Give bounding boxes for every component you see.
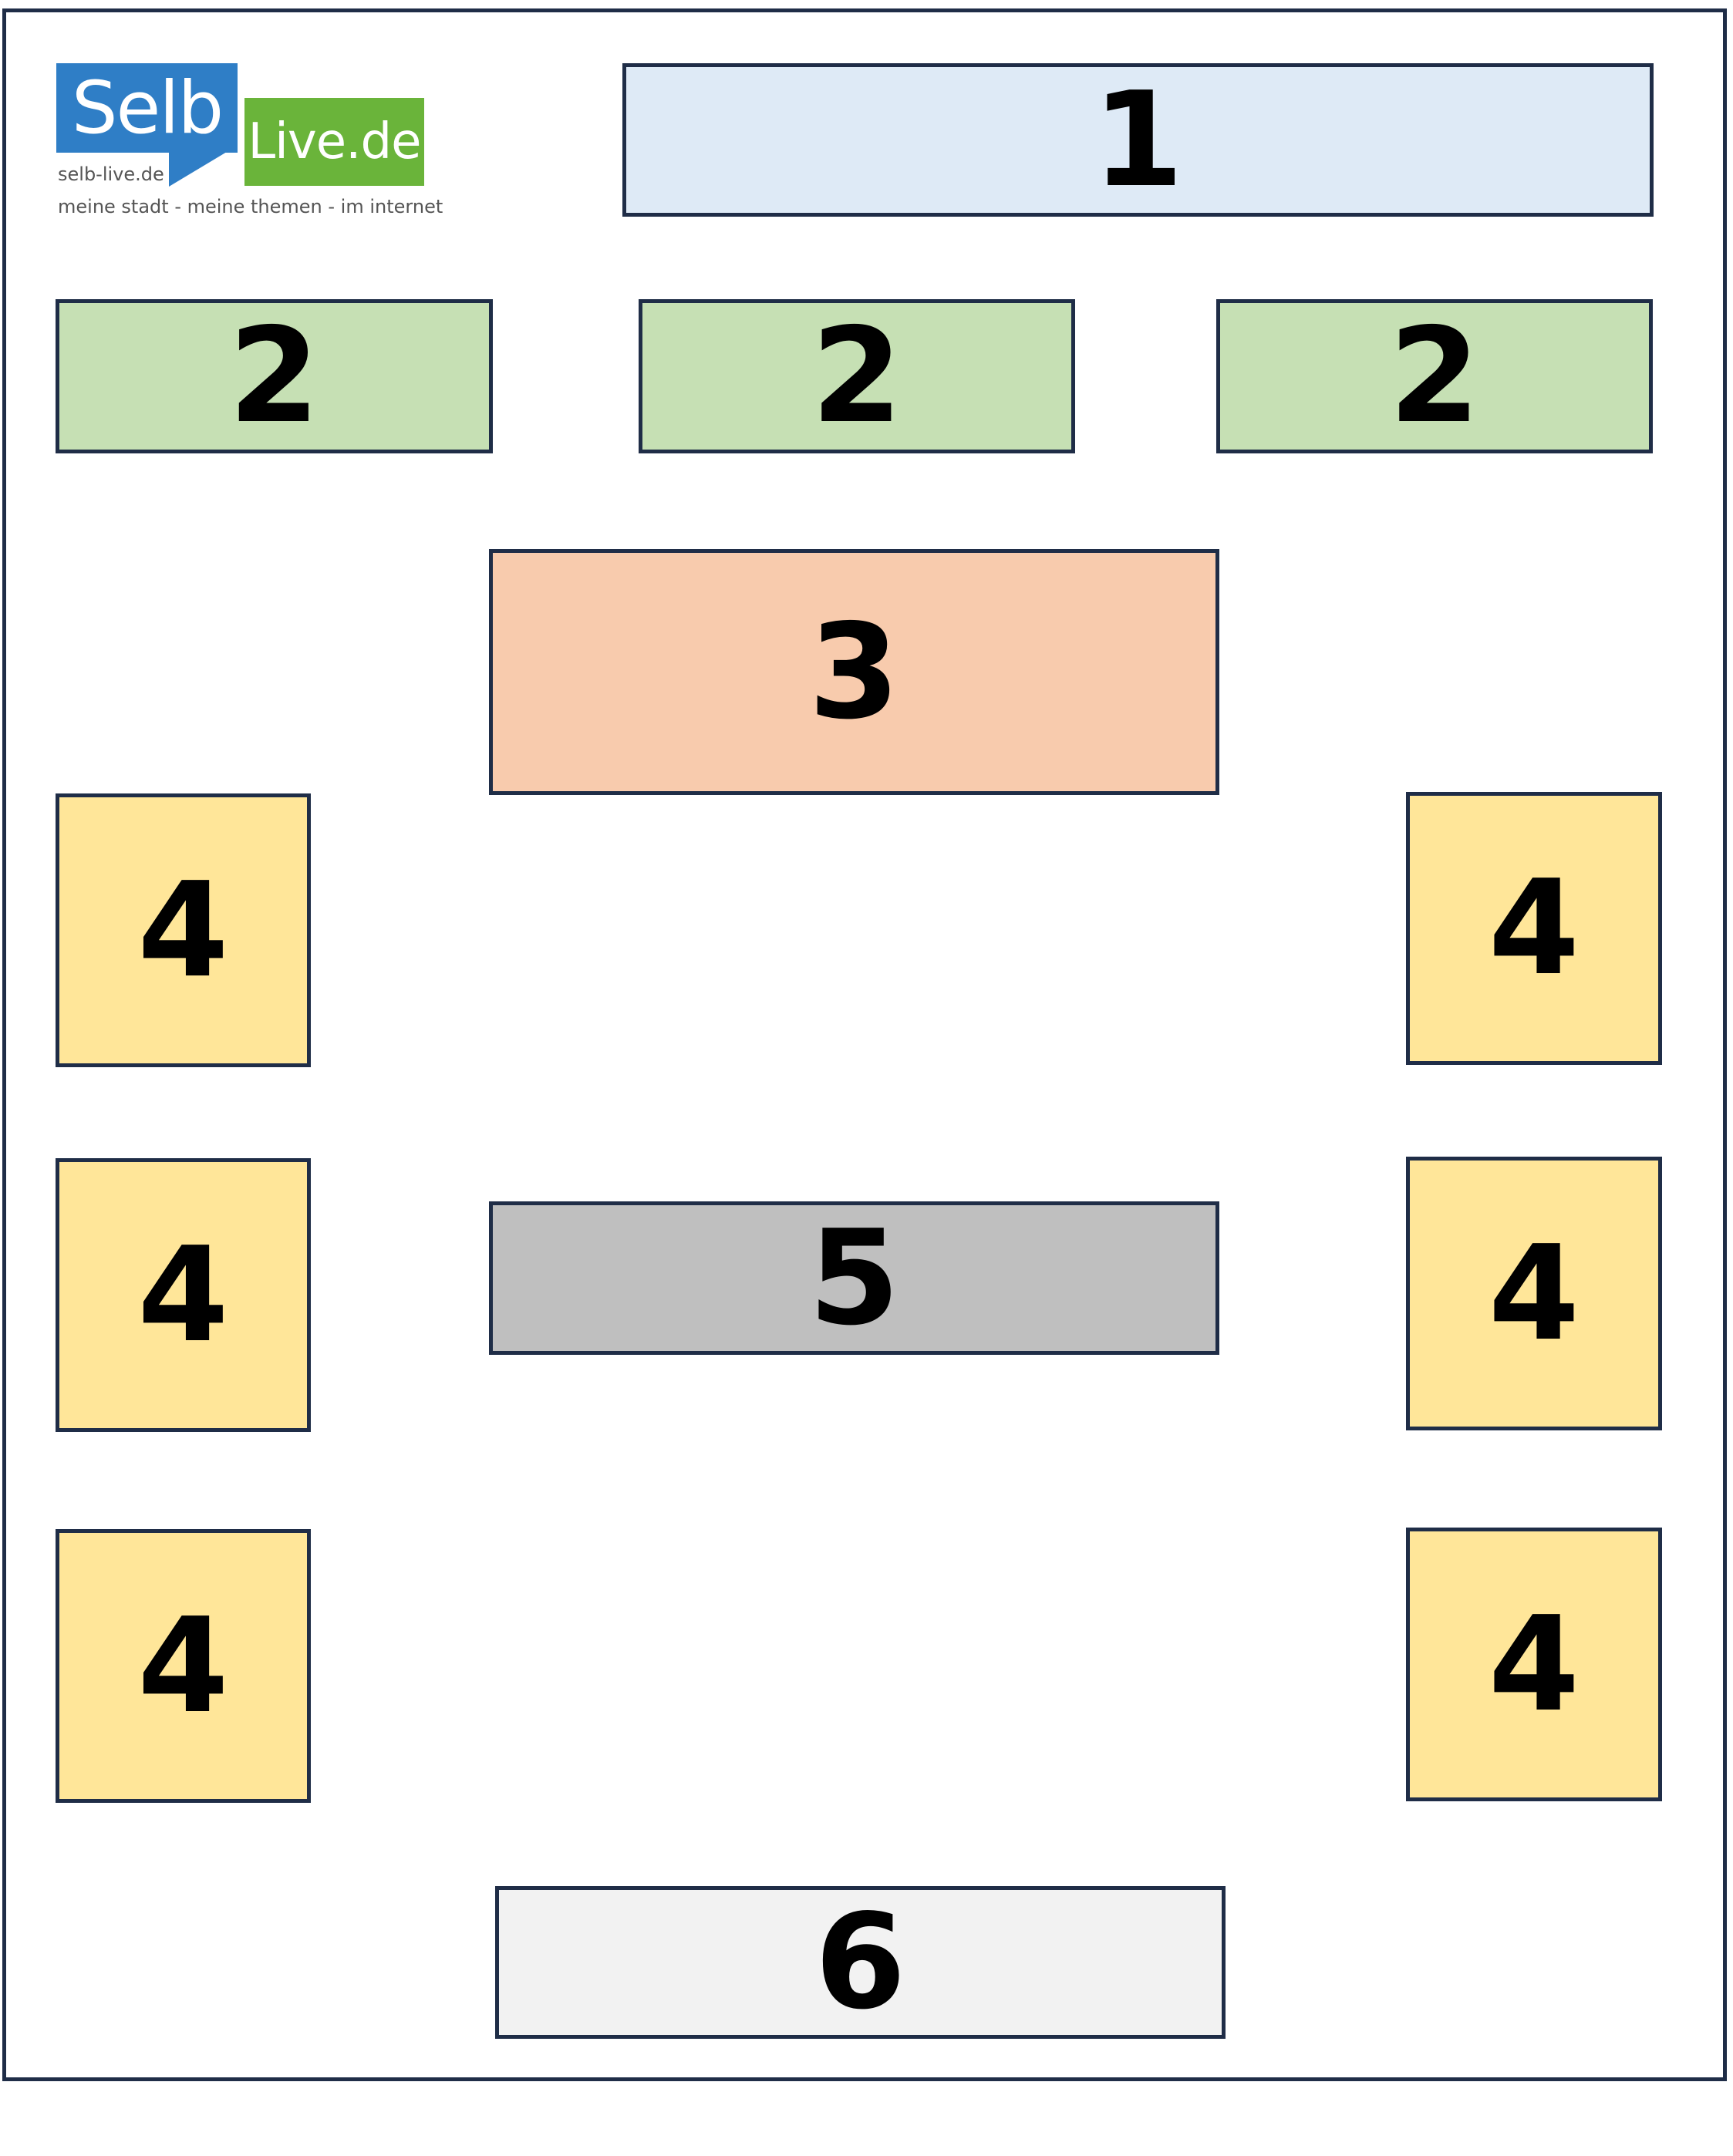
logo-blue-badge: Selb	[56, 63, 238, 153]
logo-green-badge: Live.de	[244, 98, 424, 186]
box-label: 4	[1488, 852, 1580, 1005]
box-4-right-top: 4	[1406, 792, 1662, 1065]
box-label: 4	[1488, 1217, 1580, 1370]
box-label: 3	[808, 595, 900, 749]
box-label: 4	[137, 1589, 229, 1743]
logo-slogan-text: meine stadt - meine themen - im internet	[58, 196, 443, 217]
box-3: 3	[489, 549, 1219, 795]
box-label: 5	[808, 1201, 900, 1355]
box-label: 4	[137, 1218, 229, 1372]
box-label: 6	[814, 1886, 906, 2039]
logo-speech-tail	[169, 150, 231, 187]
box-4-right-bottom: 4	[1406, 1528, 1662, 1801]
box-label: 2	[811, 300, 903, 453]
box-2-right: 2	[1216, 299, 1653, 453]
box-4-left-middle: 4	[56, 1158, 311, 1432]
box-2-left: 2	[56, 299, 493, 453]
box-4-right-middle: 4	[1406, 1157, 1662, 1430]
box-label: 2	[228, 300, 320, 453]
box-2-center: 2	[639, 299, 1075, 453]
box-4-left-bottom: 4	[56, 1529, 311, 1803]
box-6: 6	[495, 1886, 1226, 2039]
box-label: 4	[1488, 1588, 1580, 1741]
box-label: 4	[137, 854, 229, 1007]
logo-domain-text: selb-live.de	[58, 163, 164, 185]
box-4-left-top: 4	[56, 793, 311, 1067]
box-5: 5	[489, 1201, 1219, 1355]
box-label: 2	[1388, 300, 1481, 453]
selb-live-logo: Selb Live.de selb-live.de meine stadt - …	[56, 63, 457, 225]
box-label: 1	[1092, 63, 1184, 217]
box-1: 1	[622, 63, 1654, 217]
